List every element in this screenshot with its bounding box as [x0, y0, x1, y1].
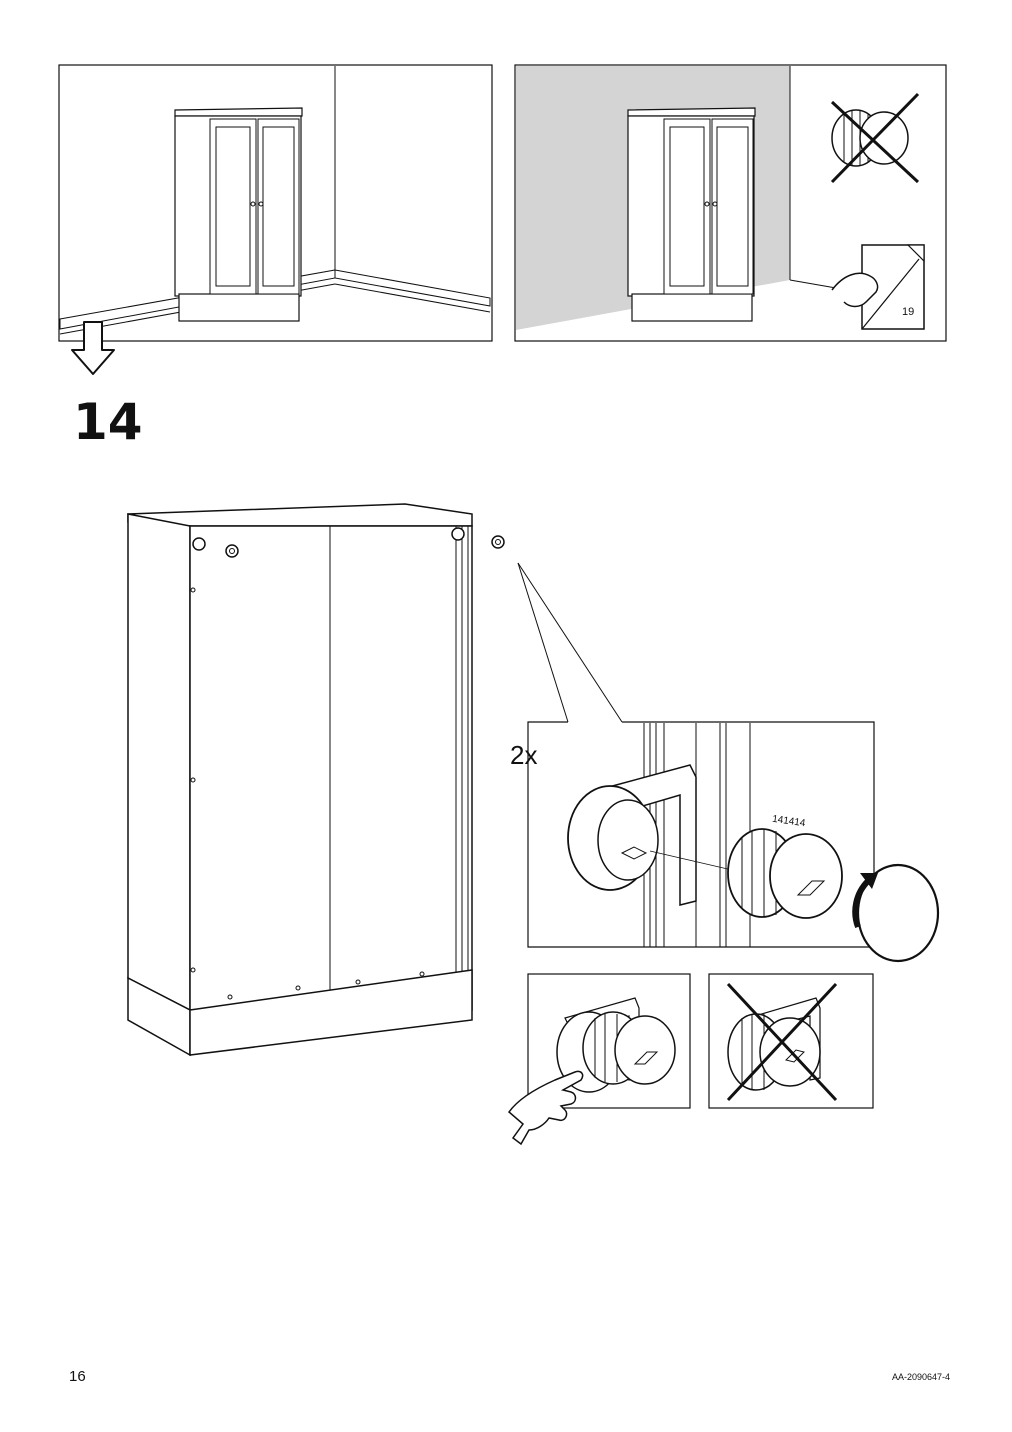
rotate-clockwise-arrow-icon [852, 863, 940, 963]
panel-wall-gap-illustration [514, 64, 947, 342]
reference-page-number: 19 [902, 306, 915, 318]
panel-wall-corner [58, 64, 494, 342]
wall-plug-right-icon [451, 527, 505, 549]
quantity-label: 2x [510, 740, 538, 770]
cabinet-small-icon [627, 107, 756, 322]
plug-crossed-out-icon [830, 92, 920, 184]
panel-incorrect-push [708, 972, 876, 1112]
page-number: 16 [69, 1368, 86, 1385]
cabinet-back-view [120, 500, 520, 1060]
move-down-arrow-icon [66, 320, 120, 378]
wrong-push-illustration [708, 973, 874, 1109]
page-reference-icon [831, 244, 925, 330]
cross-out-icon [726, 982, 838, 1102]
panel-correct-push [505, 972, 695, 1152]
detail-callout-illustration [517, 562, 940, 963]
wall-plug-left-icon [192, 537, 239, 558]
cabinet-back-illustration [127, 503, 505, 1057]
document-code: AA-2090647-4 [891, 1372, 950, 1382]
push-plug-illustration [507, 973, 691, 1146]
plug-knob-icon [727, 828, 843, 919]
panel-wall-gap [514, 64, 948, 342]
cabinet-small-icon [174, 107, 303, 322]
detail-callout [500, 555, 950, 975]
plug-knob-icon [582, 1011, 676, 1085]
panel-wall-corner-illustration [58, 64, 493, 342]
step-number: 14 [73, 393, 143, 451]
hand-pointing-icon [507, 1070, 584, 1146]
